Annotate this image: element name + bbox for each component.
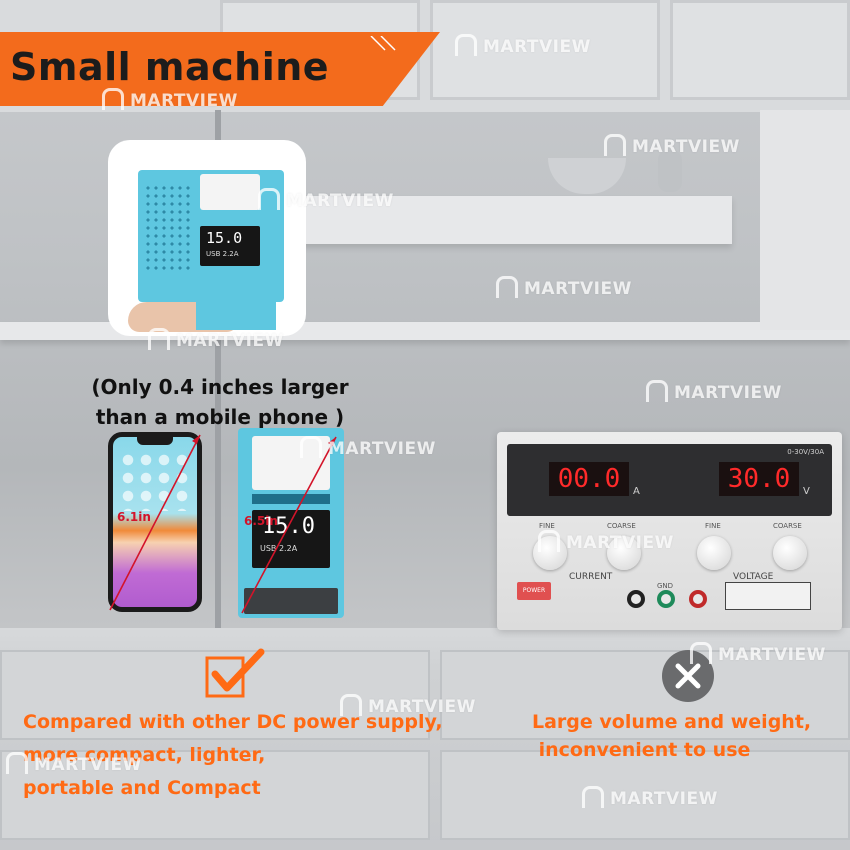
shelf (300, 196, 732, 244)
title-banner (0, 32, 440, 106)
watermark: MARTVIEW (582, 786, 718, 809)
watermark: MARTVIEW (538, 530, 674, 553)
device-front-base (196, 300, 276, 330)
current-coarse-knob[interactable] (607, 536, 641, 570)
cup (658, 150, 682, 192)
advantage-text: Compared with other DC power supply, mor… (23, 706, 443, 805)
cabinet-door (430, 0, 660, 100)
model-strip (252, 494, 330, 504)
martview-logo-icon (258, 188, 280, 210)
advantage-line: more compact, lighter, (23, 744, 266, 766)
phone-diagonal-label: 6.1in (117, 510, 151, 524)
usb-current-readout: USB 2.2A (206, 250, 239, 258)
martview-logo-icon (604, 134, 626, 156)
voltage-fine-knob[interactable] (697, 536, 731, 570)
martview-logo-icon (646, 380, 668, 402)
page-title: Small machine (10, 45, 330, 89)
voltage-display: 30.0 (719, 462, 799, 496)
compact-power-supply: 15.0 USB 2.2A (238, 428, 344, 618)
voltage-unit: V (803, 486, 810, 497)
phone-notch (137, 437, 173, 445)
martview-logo-icon (690, 642, 712, 664)
martview-logo-icon (6, 752, 28, 774)
disadvantage-line: inconvenient to use (532, 739, 751, 761)
analog-meter (200, 174, 260, 210)
vent-grille (144, 184, 192, 274)
voltage-section-label: VOLTAGE (733, 572, 774, 582)
positive-terminal[interactable] (689, 590, 707, 608)
app-icons (119, 451, 193, 511)
drawer (0, 750, 430, 840)
watermark: MARTVIEW (258, 188, 394, 211)
display-panel: 0-30V/30A 00.0 A 30.0 V (507, 444, 832, 516)
voltage-coarse-knob[interactable] (773, 536, 807, 570)
analog-meter (252, 436, 330, 490)
watermark: MARTVIEW (102, 88, 238, 111)
watermark: MARTVIEW (340, 694, 476, 717)
gray-x-icon (662, 650, 714, 702)
current-unit: A (633, 486, 640, 497)
martview-logo-icon (496, 276, 518, 298)
watermark: MARTVIEW (496, 276, 632, 299)
martview-logo-icon (340, 694, 362, 716)
watermark: MARTVIEW (604, 134, 740, 157)
coarse-label: COARSE (607, 522, 636, 530)
current-display: 00.0 (549, 462, 629, 496)
drawer (440, 650, 850, 740)
watermark: MARTVIEW (646, 380, 782, 403)
martview-logo-icon (582, 786, 604, 808)
digital-display: 15.0 USB 2.2A (200, 226, 260, 266)
watermark: MARTVIEW (300, 436, 436, 459)
drawer (440, 750, 850, 840)
negative-terminal[interactable] (627, 590, 645, 608)
current-section-label: CURRENT (569, 572, 613, 582)
watermark: MARTVIEW (148, 328, 284, 351)
upper-cabinet (0, 0, 850, 112)
martview-logo-icon (455, 34, 477, 56)
power-switch[interactable]: POWER (517, 582, 551, 600)
watermark: MARTVIEW (455, 34, 591, 57)
terminal-panel (244, 588, 338, 614)
gnd-terminal[interactable] (657, 590, 675, 608)
shelf-post (215, 110, 221, 630)
orange-checkmark-icon (205, 648, 265, 698)
side-panel (760, 110, 850, 330)
digital-display: 15.0 USB 2.2A (252, 510, 330, 568)
size-note: (Only 0.4 inches larger than a mobile ph… (60, 372, 380, 432)
fine-label: FINE (539, 522, 555, 530)
martview-logo-icon (102, 88, 124, 110)
cabinet-door (670, 0, 850, 100)
fine-label: FINE (705, 522, 721, 530)
device-diagonal-label: 6.5in (244, 514, 278, 528)
martview-logo-icon (300, 436, 322, 458)
gnd-label: GND (657, 582, 674, 590)
coarse-label: COARSE (773, 522, 802, 530)
advantage-line: portable and Compact (23, 777, 261, 799)
diagonal-measure-lines (109, 434, 337, 614)
warning-sticker (725, 582, 811, 610)
banner-stripes-icon (370, 36, 396, 51)
rating-label: 0-30V/30A (787, 448, 824, 456)
note-line: than a mobile phone ) (95, 405, 345, 429)
disadvantage-text: Large volume and weight, inconvenient to… (532, 708, 811, 764)
voltage-reading: 15.0 (206, 229, 243, 247)
martview-logo-icon (148, 328, 170, 350)
usb-current-readout: USB 2.2A (260, 544, 298, 553)
martview-logo-icon (538, 530, 560, 552)
note-line: (Only 0.4 inches larger (91, 375, 349, 399)
disadvantage-line: Large volume and weight, (532, 711, 812, 733)
watermark: MARTVIEW (690, 642, 826, 665)
watermark: MARTVIEW (6, 752, 142, 775)
advantage-line: Compared with other DC power supply, (23, 711, 443, 733)
counter (0, 628, 850, 850)
